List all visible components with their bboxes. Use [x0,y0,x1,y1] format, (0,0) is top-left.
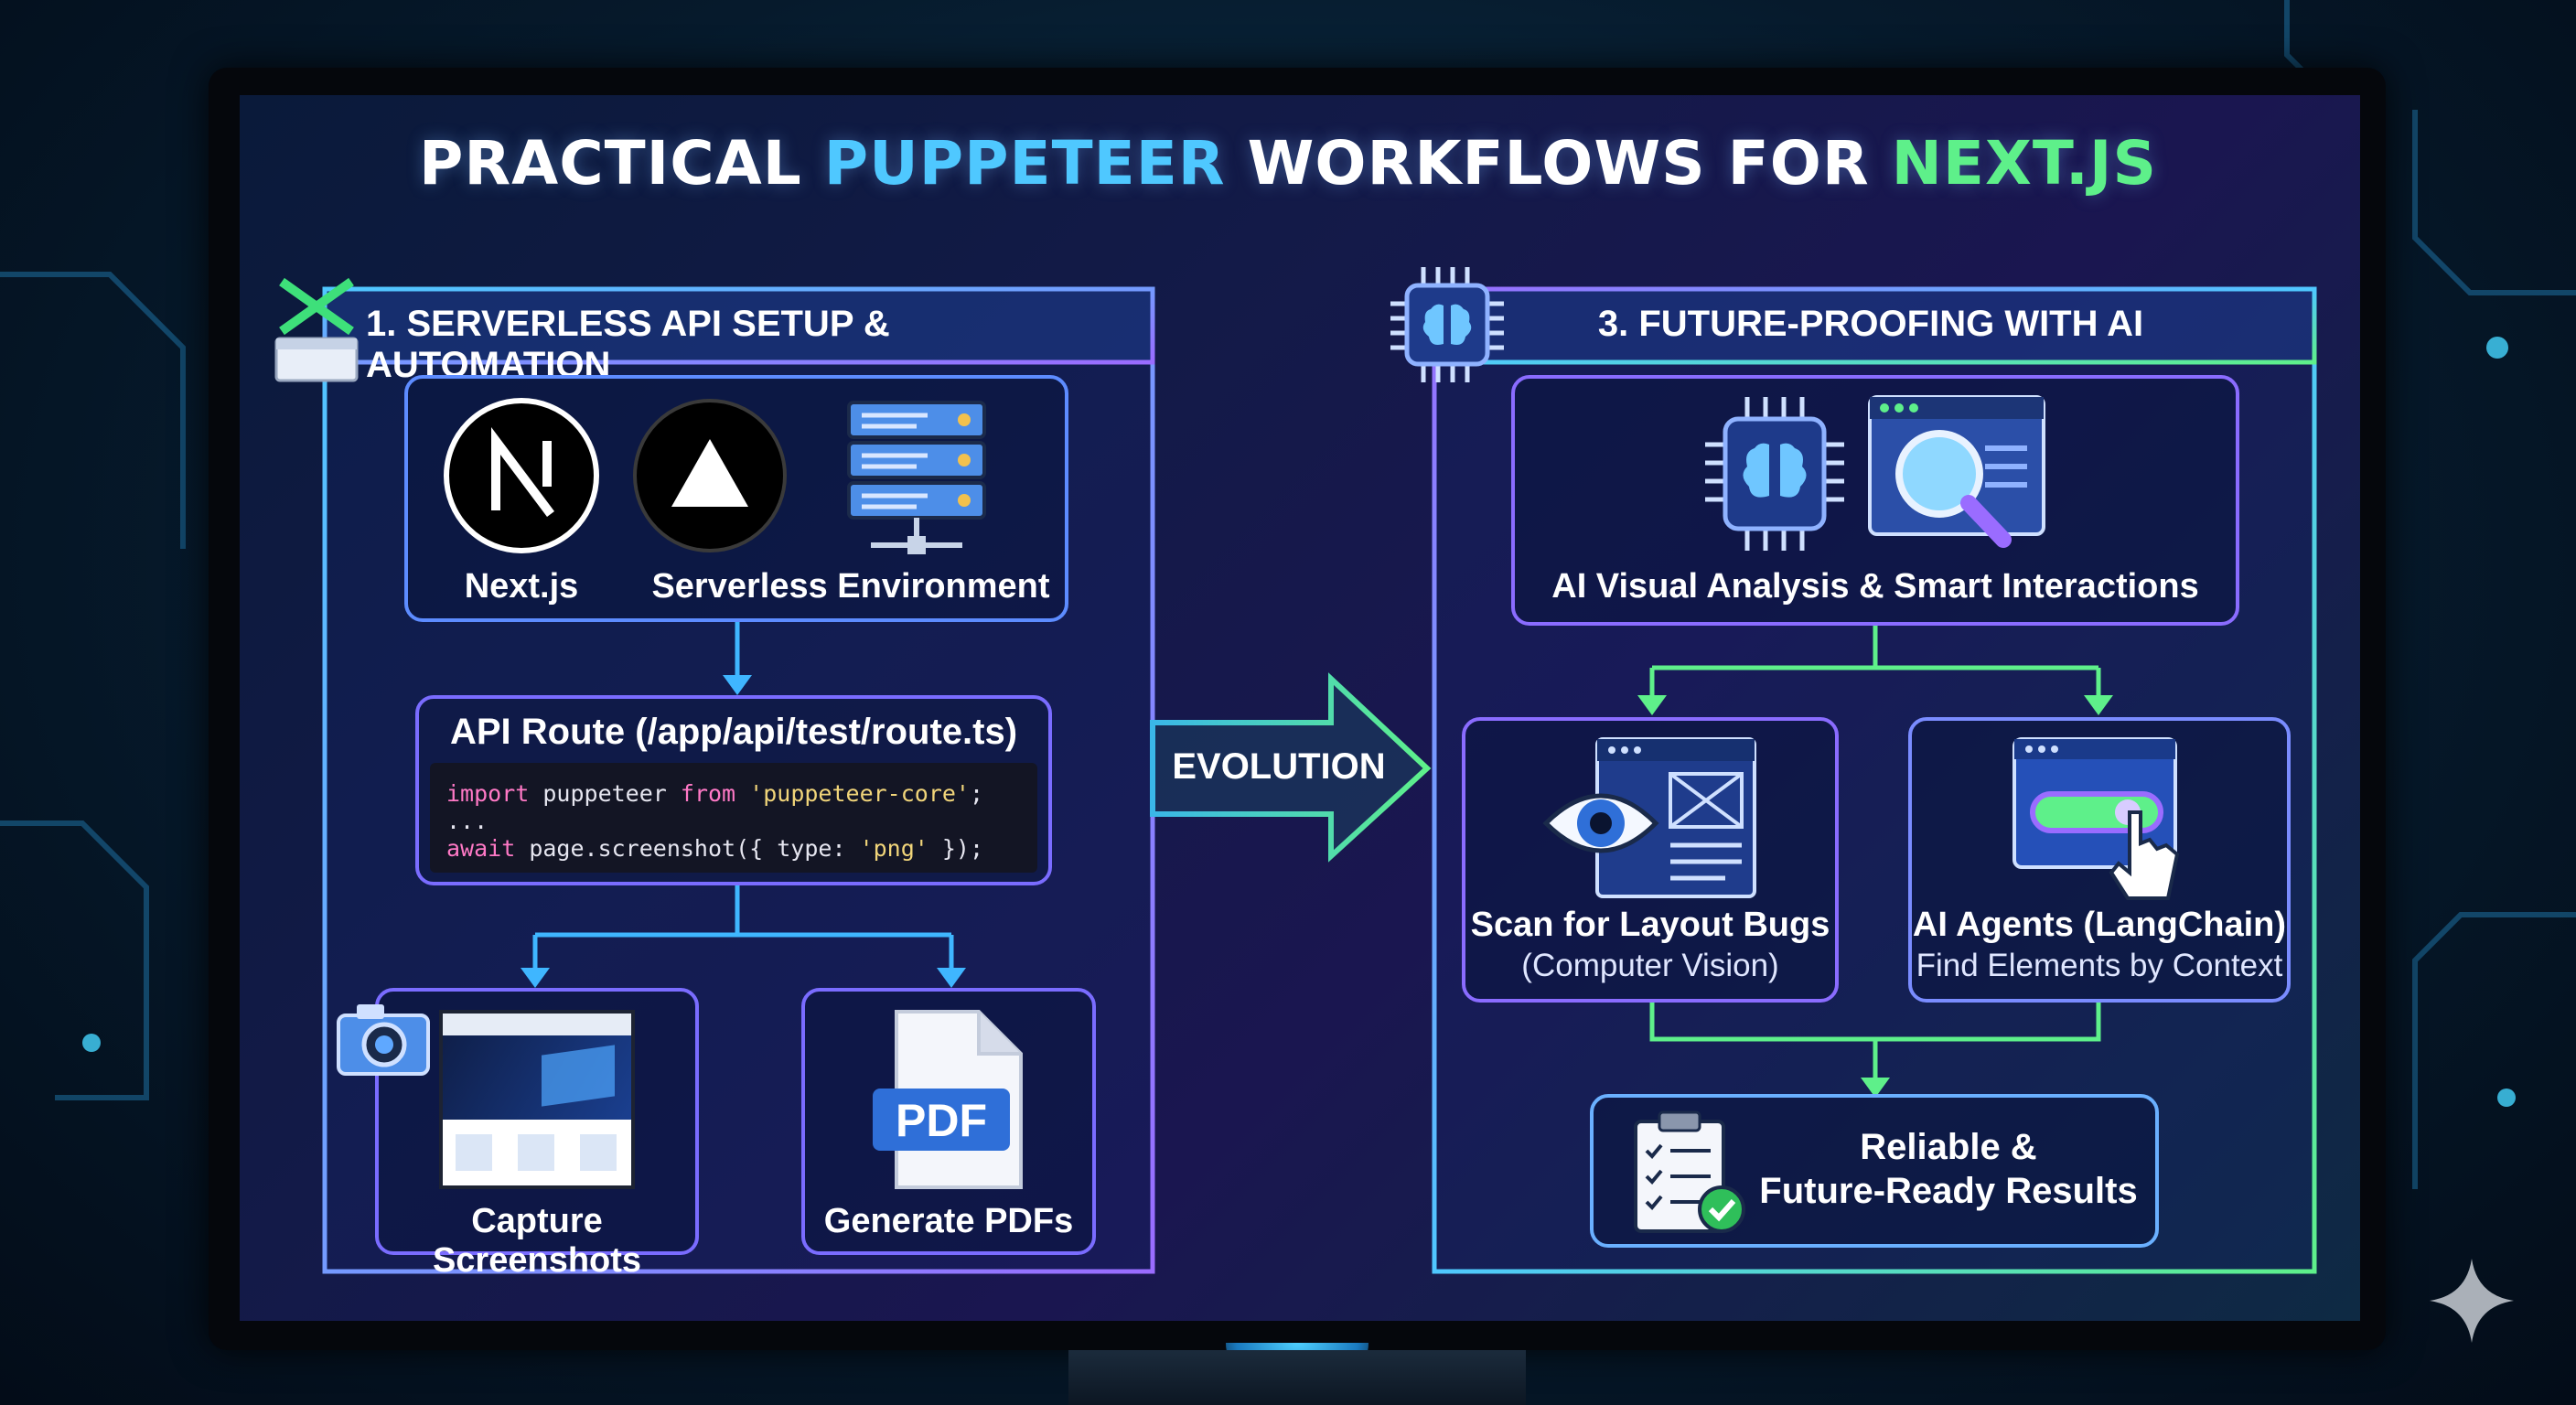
code-from-keyword: from [680,780,736,807]
code-line-2: ... [446,808,488,834]
vercel-logo-icon [631,397,789,554]
section1-header-bar [322,286,1155,365]
nextjs-logo-icon [443,397,600,554]
code-line-3: await page.screenshot({ type: 'png' }); [446,834,983,863]
monitor-stand [1068,1350,1526,1405]
click-cursor-browser-icon [2011,735,2190,904]
camera-icon [335,1001,432,1078]
pdf-file-icon [869,1008,1030,1191]
title-part-puppeteer: PUPPETEER [823,128,1226,198]
checklist-clipboard-icon [1630,1109,1749,1237]
eye-layout-icon [1542,735,1762,900]
ai-analysis-label: AI Visual Analysis & Smart Interactions [1551,567,2199,606]
scan-layout-subtitle: (Computer Vision) [1521,948,1779,983]
nextjs-label: Next.js [464,567,579,606]
page-title: PRACTICAL PUPPETEER WORKFLOWS FOR NEXT.J… [0,128,2576,198]
code-module-string: 'puppeteer-core' [735,780,970,807]
ai-brain-chip-icon [1701,393,1848,554]
ai-agents-subtitle: Find Elements by Context [1916,948,2283,983]
webpage-screenshot-thumbnail [439,1010,635,1189]
title-part-3: WORKFLOWS FOR [1225,128,1892,198]
magnifier-browser-icon [1866,393,2055,558]
code-line1-end: ; [969,780,984,807]
title-part-1: PRACTICAL [418,128,824,198]
section1-heading: 1. SERVERLESS API SETUP & AUTOMATION [366,304,890,385]
code-screenshot-call: page.screenshot({ type: [515,835,860,862]
code-png-string: 'png' [859,835,928,862]
serverless-label: Serverless Environment [651,567,1050,606]
code-line-1: import puppeteer from 'puppeteer-core'; [446,779,983,808]
capture-screenshots-label: Capture Screenshots [432,1202,642,1280]
results-line-1: Reliable & [1860,1127,2037,1167]
ai-agents-title: AI Agents (LangChain) [1912,906,2287,944]
ai-chip-icon [1387,263,1508,386]
serverless-setup-icon [273,276,360,384]
server-rack-icon [843,399,990,560]
sparkle-icon [2428,1257,2516,1345]
code-import-keyword: import [446,780,530,807]
scan-layout-title: Scan for Layout Bugs [1470,906,1830,944]
section3-heading: 3. FUTURE-PROOFING WITH AI [1597,304,2144,344]
evolution-arrow [1150,672,1432,863]
code-await-keyword: await [446,835,516,862]
code-line3-end: }); [928,835,984,862]
code-import-name: puppeteer [529,780,681,807]
results-line-2: Future-Ready Results [1759,1171,2138,1211]
generate-pdfs-label: Generate PDFs [823,1202,1074,1240]
api-route-title: API Route (/app/api/test/route.ts) [449,712,1018,752]
code-block [430,763,1037,873]
title-part-nextjs: NEXT.JS [1891,128,2158,198]
pdf-icon-text: PDF [896,1095,987,1146]
evolution-label: EVOLUTION [1172,746,1386,787]
